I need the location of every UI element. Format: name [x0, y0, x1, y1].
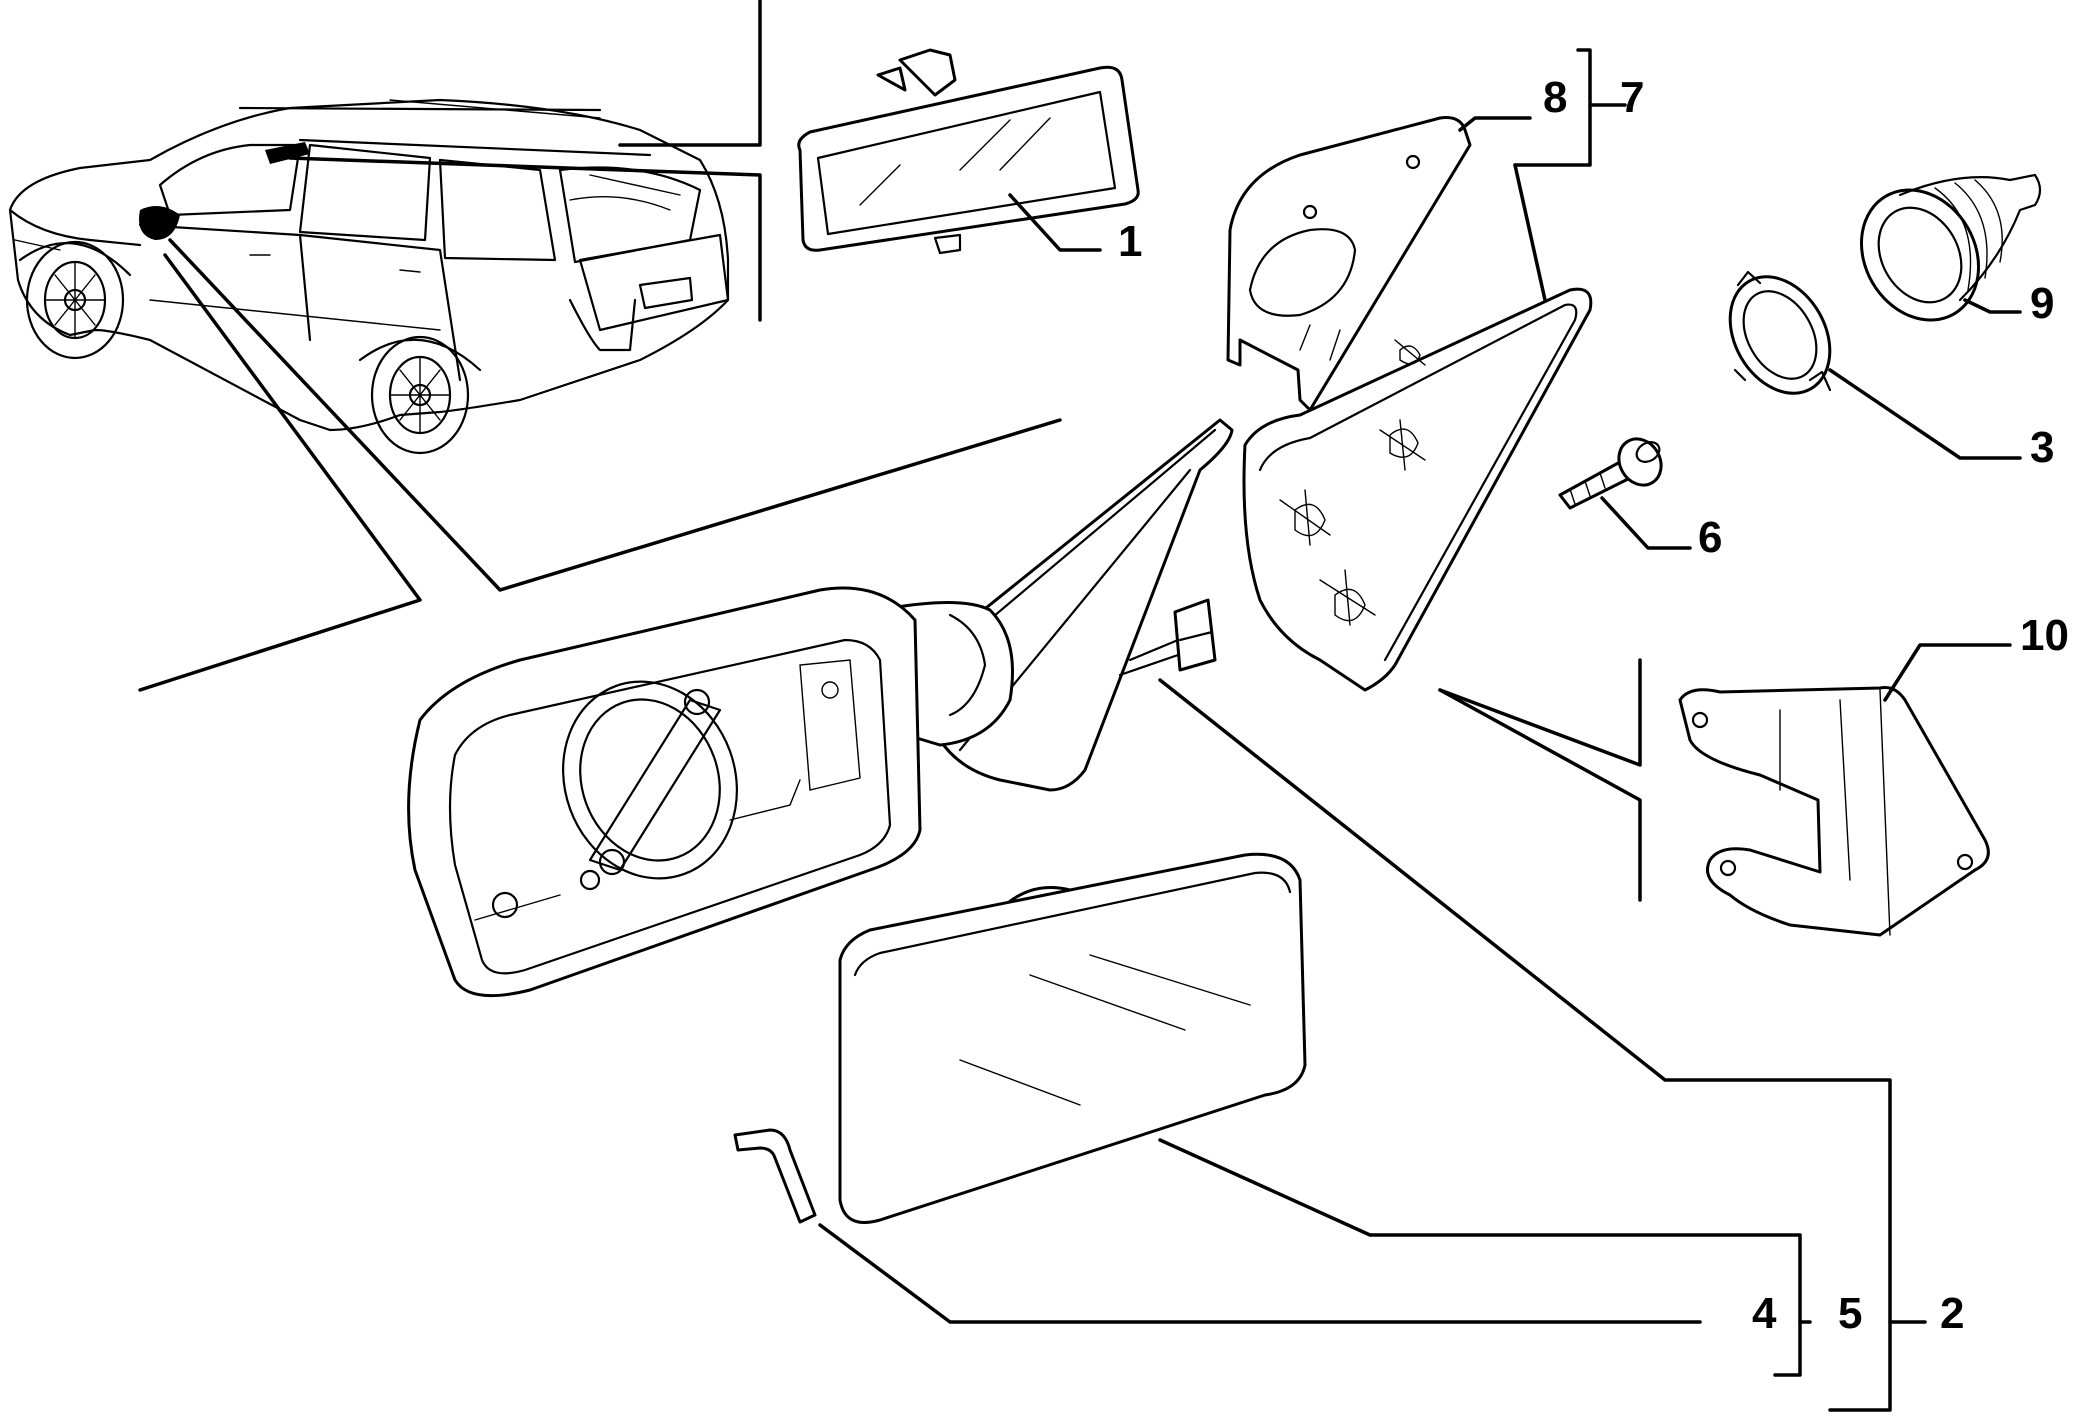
callout-3: 3: [2030, 423, 2054, 472]
mirror-bracket: [1678, 686, 1990, 937]
callout-5: 5: [1838, 1289, 1862, 1338]
mirror-triangle-base: [1242, 287, 1593, 692]
car-callout-lines: [138, 0, 1062, 692]
callout-6: 6: [1698, 513, 1722, 562]
mirror-base-plate: [1226, 116, 1472, 412]
callout-8: 8: [1543, 73, 1567, 122]
mirror-glass: [838, 852, 1307, 1224]
callout-1: 1: [1118, 217, 1142, 266]
mounting-screw: [1558, 437, 1663, 510]
callout-7: 7: [1620, 73, 1644, 122]
callout-4: 4: [1752, 1289, 1777, 1338]
callout-labels: 1 2 3 4 5 6 7 8 9 10: [1118, 73, 2069, 1338]
mirror-clip: [733, 1128, 817, 1224]
exterior-mirror-housing: [407, 418, 1234, 998]
rubber-boot: [1859, 173, 2042, 322]
callout-2: 2: [1940, 1289, 1964, 1338]
leader-lines: [818, 48, 2022, 1412]
station-wagon-car-illustration: [8, 98, 730, 455]
wire-connector: [1118, 598, 1217, 677]
retaining-ring: [1728, 270, 1832, 395]
interior-rearview-mirror: [797, 48, 1140, 255]
callout-9: 9: [2030, 279, 2054, 328]
callout-10: 10: [2020, 611, 2069, 660]
